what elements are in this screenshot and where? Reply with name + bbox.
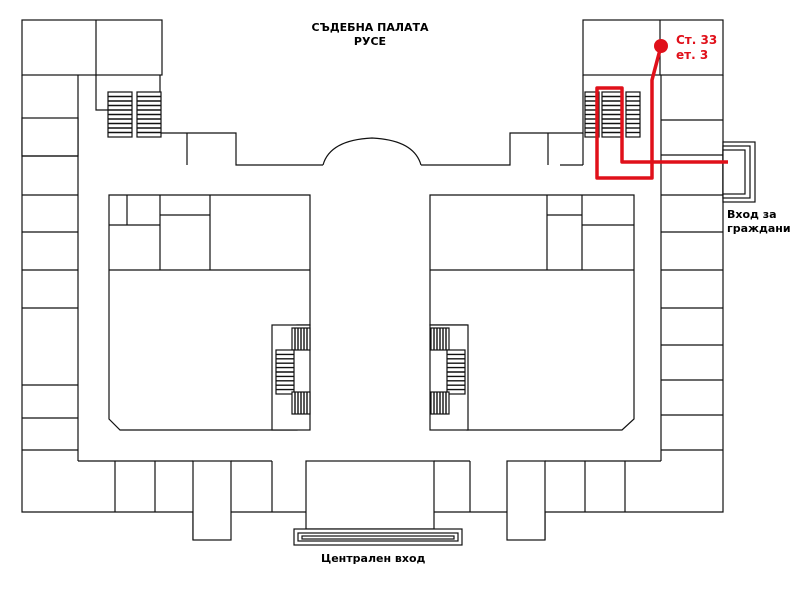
map-title: СЪДЕБНА ПАЛАТА РУСЕ (300, 21, 440, 49)
stair-right-inner-mid (446, 349, 466, 395)
stair-top-right-c (625, 91, 641, 138)
stair-right-inner-bottom (430, 391, 450, 415)
stair-right-inner-top (430, 327, 450, 351)
stair-left-inner-bottom (291, 391, 311, 415)
destination-room: Ст. 33 (676, 33, 718, 47)
stair-top-left-b (136, 91, 162, 138)
title-line2: РУСЕ (353, 35, 387, 48)
route-path (595, 39, 728, 180)
staircases (107, 91, 641, 415)
title-line1: СЪДЕБНА ПАЛАТА (311, 21, 429, 34)
main-entrance-label: Централен вход (321, 552, 426, 565)
right-inner-block (429, 194, 635, 431)
citizens-entrance-label: Вход за граждани (727, 208, 791, 236)
destination-label: Ст. 33 ет. 3 (676, 33, 717, 63)
left-inner-block (108, 194, 311, 431)
citizens-entrance-line1: Вход за (727, 208, 777, 221)
stair-top-right-b (601, 91, 623, 138)
bottom-rooms (78, 460, 661, 541)
stair-left-inner-top (291, 327, 311, 351)
side-entrance-steps (722, 141, 756, 203)
citizens-entrance-line2: граждани (727, 222, 791, 235)
right-wing (544, 75, 724, 540)
central-entrance-steps (293, 528, 463, 546)
stair-top-left-a (107, 91, 133, 138)
left-wing (21, 75, 194, 540)
top-corridor (95, 75, 584, 166)
building-outline (21, 19, 724, 76)
stair-left-inner-mid (275, 349, 295, 395)
destination-floor: ет. 3 (676, 48, 709, 62)
